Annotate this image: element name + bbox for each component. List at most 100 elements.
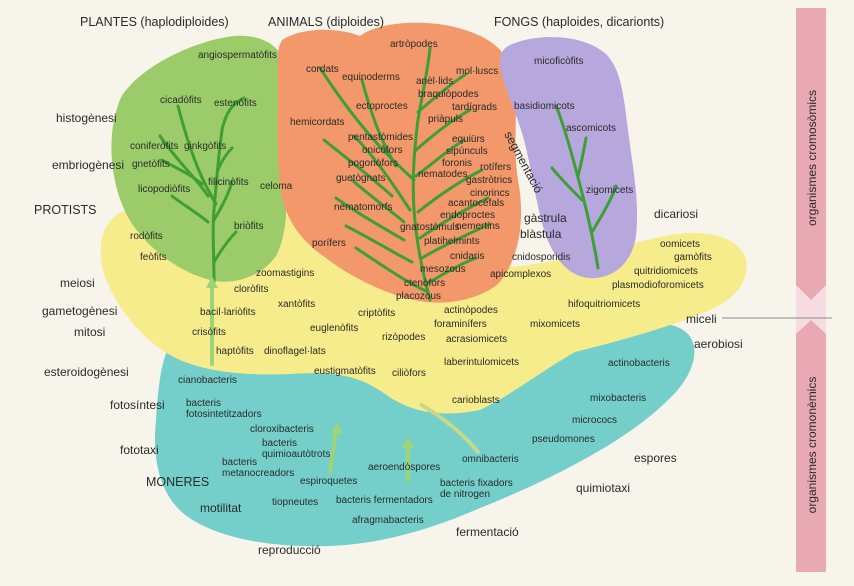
process-embriogenesi: embriogènesi — [52, 158, 124, 172]
label-foronis: foronis — [442, 158, 472, 169]
label-cnidaris: cnidaris — [450, 251, 484, 262]
animals-branch-guetognats — [334, 196, 406, 242]
label-bacteris-metanocreadors-line1: bacteris — [222, 457, 257, 468]
process-celoma: celoma — [260, 181, 293, 192]
label-filicinofits: filicinòfits — [208, 177, 249, 188]
label-cicadofits: cicadòfits — [160, 95, 202, 106]
label-crisofits: crisòfits — [192, 327, 226, 338]
label-gnetofits: gnetòfits — [132, 159, 170, 170]
label-cinorincs: cinorincs — [470, 188, 509, 199]
label-nemertins: nemertins — [456, 221, 500, 232]
label-rizopodes: rizòpodes — [382, 332, 425, 343]
label-micrococs: micrococs — [572, 415, 617, 426]
label-sipunculs: sipúnculs — [446, 146, 488, 157]
label-braquiopodes: braquiòpodes — [418, 89, 479, 100]
label-organismes-cromonemics: organismes cromonèmics — [805, 377, 819, 514]
label-dinoflagellats: dinoflagel·lats — [264, 346, 326, 357]
label-angiospermatofits: angiospermatòfits — [198, 50, 277, 61]
label-xantofits: xantòfits — [278, 299, 315, 310]
label-micoficofits: micoficòfits — [534, 56, 583, 67]
label-briofits: briòfits — [234, 221, 263, 232]
label-zoomastigins: zoomastigins — [256, 268, 314, 279]
label-criptofits: criptòfits — [358, 308, 395, 319]
animals-branch-ectoproctes — [352, 134, 412, 212]
label-organismes-cromosomics: organismes cromosòmics — [805, 90, 819, 226]
label-ectoproctes: ectoproctes — [356, 101, 408, 112]
animals-labels: artròpodes cordats equinoderms mol·luscs… — [290, 39, 512, 302]
label-gnatostomuls: gnatostòmuls — [400, 222, 459, 233]
label-anelids: anèl·lids — [416, 76, 453, 87]
label-nematomorfs: nematomorfs — [334, 202, 392, 213]
process-gametogenesi: gametogènesi — [42, 304, 117, 318]
process-miceli: miceli — [686, 312, 717, 326]
animals-branch-rotifers — [416, 168, 484, 214]
label-bacteris-fotosintetitzadors-line2: fotosintetitzadors — [186, 409, 262, 420]
label-tardigrads: tardígrads — [452, 102, 497, 113]
process-quimiotaxi: quimiotaxi — [576, 481, 630, 495]
label-apicomplexos: apicomplexos — [490, 269, 551, 280]
process-mitosi: mitosi — [74, 325, 105, 339]
side-bar-bottom-arrow — [796, 320, 826, 572]
plantes-branch-licopodiofits — [170, 194, 210, 224]
process-espores: espores — [634, 451, 677, 465]
plantes-branch-ginkgofits — [216, 146, 234, 172]
process-dicariosi: dicariosi — [654, 207, 698, 221]
process-histogenesi: histogènesi — [56, 111, 117, 125]
animals-branch-endoproctes — [420, 222, 492, 260]
label-molluscs: mol·luscs — [456, 66, 498, 77]
plantes-branch-filicinofits — [212, 180, 234, 222]
label-eustigmatofits: eustigmatòfits — [314, 366, 376, 377]
label-ascomicots: ascomicots — [566, 123, 616, 134]
label-cloroxibacteris: cloroxibacteris — [250, 424, 314, 435]
fongs-branch-basidiomicots — [550, 166, 584, 202]
label-estenofits: estenòfits — [214, 98, 257, 109]
protists-labels: rodòfits feòfits zoomastigins cloròfits … — [130, 231, 712, 379]
fongs-branch-zigomicets — [590, 184, 618, 234]
side-bar-top-arrow — [796, 8, 826, 300]
label-equinoderms: equinoderms — [342, 72, 400, 83]
label-bacteris-quimioautotrots-line2: quimioautòtrots — [262, 449, 330, 460]
heading-fongs: FONGS (haploides, dicarionts) — [494, 15, 664, 29]
arrow-head-plantes — [206, 276, 218, 288]
animals-branch-molluscs — [416, 72, 468, 114]
animals-branch-equinoderms — [360, 78, 398, 168]
label-licopodiofits: licopodiòfits — [138, 184, 190, 195]
label-gamofits: gamòfits — [674, 252, 712, 263]
label-plasmodioforomicets: plasmodioforomicets — [612, 280, 704, 291]
label-actinopodes: actinòpodes — [444, 305, 498, 316]
heading-plantes: PLANTES (haplodiploides) — [80, 15, 229, 29]
label-cnidosporidis: cnidosporidis — [512, 252, 570, 263]
label-bacillariofits: bacil·lariòfits — [200, 307, 256, 318]
animals-branch-equiurs — [414, 138, 466, 178]
label-mixobacteris: mixobacteris — [590, 393, 646, 404]
label-afragmabacteris: afragmabacteris — [352, 515, 424, 526]
fongs-main-trunk — [554, 104, 600, 270]
label-priapuls: priàpuls — [428, 114, 463, 125]
label-rodofits: rodòfits — [130, 231, 163, 242]
animals-branch-tardigrads — [414, 108, 472, 152]
process-gastrula: gàstrula — [524, 211, 567, 225]
label-clorofits: cloròfits — [234, 284, 268, 295]
process-blastula: blàstula — [520, 227, 562, 241]
label-coniferofits: coniferòfits — [130, 141, 178, 152]
label-cianobacteris: cianobacteris — [178, 375, 237, 386]
label-acrasiomicets: acrasiomicets — [446, 334, 507, 345]
label-porifers: porífers — [312, 238, 346, 249]
fongs-labels: micoficòfits basidiomicots ascomicots zi… — [514, 56, 633, 196]
process-fotosintesi: fotosíntesi — [110, 398, 165, 412]
label-platihelmints: platihelmints — [424, 236, 480, 247]
label-feofits: feòfits — [140, 252, 167, 263]
label-espiroquetes: espiroquetes — [300, 476, 357, 487]
plantes-branch-coniferofits — [158, 134, 210, 198]
process-meiosi: meiosi — [60, 276, 95, 290]
plantes-branch-briofits — [212, 230, 238, 264]
plantes-branch-gnetofits — [160, 158, 204, 186]
label-laberintulomicets: laberintulomicets — [444, 357, 519, 368]
label-endoproctes: endoproctes — [440, 210, 495, 221]
label-euglenofits: euglenòfits — [310, 323, 358, 334]
animals-branch-pentastomides — [350, 178, 406, 224]
process-reproduccio: reproducció — [258, 543, 321, 557]
label-bacteris-fermentadors: bacteris fermentadors — [336, 495, 433, 506]
